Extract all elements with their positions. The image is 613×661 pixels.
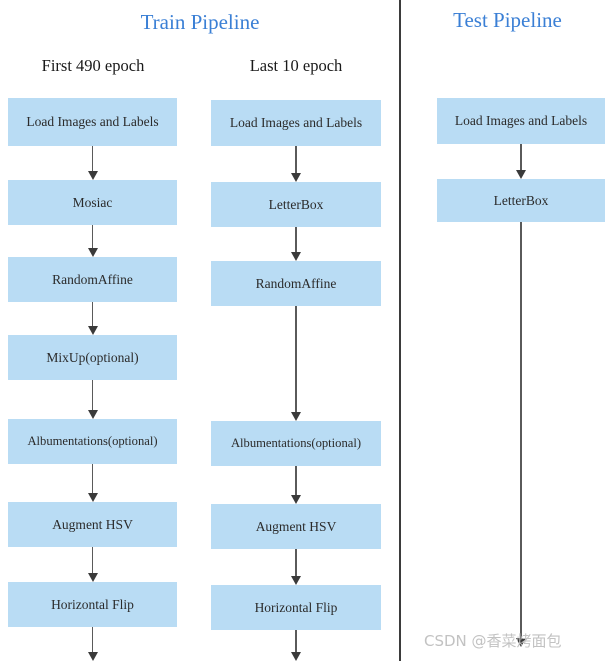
node-train-last-randomaffine[interactable]: RandomAffine xyxy=(211,261,381,306)
node-train-first-load-images-and-labels[interactable]: Load Images and Labels xyxy=(8,98,177,146)
arrow-train-last-2 xyxy=(211,227,381,261)
subtitle-first-490-epoch: First 490 epoch xyxy=(41,56,145,75)
train-pipeline-title: Train Pipeline xyxy=(140,10,260,34)
test-pipeline-title: Test Pipeline xyxy=(453,8,562,32)
arrow-train-first-4 xyxy=(8,380,177,419)
node-train-last-horizontal-flip[interactable]: Horizontal Flip xyxy=(211,585,381,630)
node-train-last-letterbox[interactable]: LetterBox xyxy=(211,182,381,227)
arrow-train-last-3-long xyxy=(211,306,381,421)
node-test-letterbox[interactable]: LetterBox xyxy=(437,179,605,222)
arrow-train-last-4 xyxy=(211,466,381,504)
subtitle-last-10-epoch: Last 10 epoch xyxy=(249,56,343,75)
arrow-train-first-6 xyxy=(8,547,177,582)
arrow-train-first-7-trailing xyxy=(8,627,177,661)
arrow-train-last-5 xyxy=(211,549,381,585)
arrow-train-last-6-trailing xyxy=(211,630,381,661)
pipeline-divider xyxy=(399,0,401,661)
arrow-test-1 xyxy=(437,144,605,179)
csdn-watermark: CSDN @香菜烤面包 xyxy=(424,632,562,650)
arrow-train-first-3 xyxy=(8,302,177,335)
arrow-train-first-2 xyxy=(8,225,177,257)
arrow-test-2-long-trailing xyxy=(437,222,605,647)
node-train-first-mixup-optional[interactable]: MixUp(optional) xyxy=(8,335,177,380)
node-train-first-horizontal-flip[interactable]: Horizontal Flip xyxy=(8,582,177,627)
node-train-first-albumentations-optional[interactable]: Albumentations(optional) xyxy=(8,419,177,464)
node-train-first-mosiac[interactable]: Mosiac xyxy=(8,180,177,225)
node-test-load-images-and-labels[interactable]: Load Images and Labels xyxy=(437,98,605,144)
arrow-train-last-1 xyxy=(211,146,381,182)
node-train-last-albumentations-optional[interactable]: Albumentations(optional) xyxy=(211,421,381,466)
node-train-first-randomaffine[interactable]: RandomAffine xyxy=(8,257,177,302)
node-train-last-augment-hsv[interactable]: Augment HSV xyxy=(211,504,381,549)
node-train-last-load-images-and-labels[interactable]: Load Images and Labels xyxy=(211,100,381,146)
node-train-first-augment-hsv[interactable]: Augment HSV xyxy=(8,502,177,547)
arrow-train-first-1 xyxy=(8,146,177,180)
arrow-train-first-5 xyxy=(8,464,177,502)
